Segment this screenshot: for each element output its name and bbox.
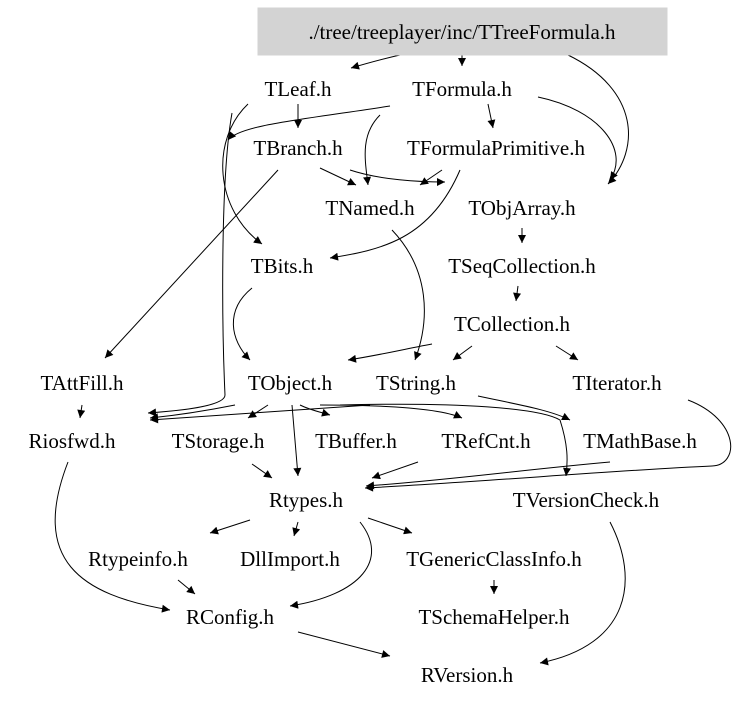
edge-tbits-to-tobject [232,287,253,361]
edge-tstring-to-tmathbase [477,395,571,421]
node-label-tversioncheck: TVersionCheck.h [513,488,660,512]
node-label-tformulaprimitive: TFormulaPrimitive.h [407,136,585,160]
edge-tnamed-to-tstring [391,229,425,361]
node-tseqcollection[interactable]: TSeqCollection.h [448,254,596,278]
dependency-edges [54,54,732,666]
node-label-tschemahelper: TSchemaHelper.h [418,605,570,629]
node-label-trefcnt: TRefCnt.h [441,429,531,453]
edge-rconfig-to-rversion [297,631,391,658]
node-label-tformula: TFormula.h [412,77,512,101]
node-label-tnamed: TNamed.h [325,196,415,220]
node-riosfwd[interactable]: Riosfwd.h [29,429,116,453]
edge-rtypes-to-tgenericclassinfo [367,517,413,535]
edge-root-to-tobjarray [567,54,629,185]
node-label-root: ./tree/treeplayer/inc/TTreeFormula.h [308,20,616,44]
node-tversioncheck[interactable]: TVersionCheck.h [513,488,660,512]
root-node-box [257,7,668,56]
node-tbuffer[interactable]: TBuffer.h [315,429,397,453]
edge-tattfill-to-riosfwd [77,404,86,419]
node-tmathbase[interactable]: TMathBase.h [583,429,697,453]
edge-root-to-tleaf [350,54,401,70]
edge-tleaf-to-riosfwd [147,112,233,417]
edge-tcollection-to-tstring [452,345,473,361]
edge-tformula-to-tformulaprimitive [487,103,496,129]
node-root[interactable]: ./tree/treeplayer/inc/TTreeFormula.h [257,7,668,56]
node-tcollection[interactable]: TCollection.h [454,312,571,336]
node-label-rconfig: RConfig.h [186,605,275,629]
node-tgenericclassinfo[interactable]: TGenericClassInfo.h [406,547,582,571]
node-tbits[interactable]: TBits.h [251,254,314,278]
edge-rtypes-to-rtypeinfo [209,519,251,535]
node-label-dllimport: DllImport.h [240,547,340,571]
edge-tcollection-to-titerator [555,345,579,361]
node-label-tbits: TBits.h [251,254,314,278]
node-tleaf[interactable]: TLeaf.h [264,77,332,101]
edge-tstring-to-riosfwd [149,404,371,424]
edge-tversioncheck-to-rversion [539,521,626,666]
node-label-tobject: TObject.h [248,371,333,395]
edge-tbranch-to-tobjarray [349,169,446,186]
edge-tcollection-to-tobject [347,343,433,363]
node-label-rtypes: Rtypes.h [269,488,344,512]
node-label-tleaf: TLeaf.h [264,77,332,101]
node-tobject[interactable]: TObject.h [248,371,333,395]
edge-tobject-to-tbuffer [299,404,331,417]
node-label-tbuffer: TBuffer.h [315,429,397,453]
edge-tbranch-to-tnamed [319,167,357,186]
node-label-tcollection: TCollection.h [454,312,571,336]
edge-titerator-to-rtypes [364,399,732,492]
node-rtypeinfo[interactable]: Rtypeinfo.h [88,547,188,571]
node-tformula[interactable]: TFormula.h [412,77,512,101]
node-rconfig[interactable]: RConfig.h [186,605,275,629]
node-label-riosfwd: Riosfwd.h [29,429,116,453]
node-label-tstring: TString.h [376,371,456,395]
node-label-tgenericclassinfo: TGenericClassInfo.h [406,547,582,571]
node-dllimport[interactable]: DllImport.h [240,547,340,571]
node-label-tattfill: TAttFill.h [41,371,124,395]
node-label-tmathbase: TMathBase.h [583,429,697,453]
edge-tstorage-to-rtypes [251,463,273,479]
edge-tformulaprimitive-to-tnamed [419,169,443,186]
edge-tbranch-to-tattfill [104,169,279,359]
edge-tobject-to-tstorage [247,404,269,419]
node-tbranch[interactable]: TBranch.h [253,136,343,160]
edge-rtypes-to-rconfig [289,521,372,609]
node-label-tbranch: TBranch.h [253,136,343,160]
node-rversion[interactable]: RVersion.h [421,663,514,687]
edge-tleaf-to-tbits [222,103,263,245]
node-titerator[interactable]: TIterator.h [572,371,662,395]
node-label-tobjarray: TObjArray.h [468,196,576,220]
edge-riosfwd-to-rconfig [54,461,171,613]
edge-rtypeinfo-to-rconfig [177,579,196,595]
dependency-nodes: ./tree/treeplayer/inc/TTreeFormula.hTLea… [29,7,697,687]
edge-trefcnt-to-rtypes [371,461,419,480]
node-tschemahelper[interactable]: TSchemaHelper.h [418,605,570,629]
node-label-tstorage: TStorage.h [172,429,265,453]
node-tstring[interactable]: TString.h [376,371,456,395]
node-label-tseqcollection: TSeqCollection.h [448,254,596,278]
edge-tformula-to-tnamed [363,114,381,186]
edge-tseqcollection-to-tcollection [513,285,522,302]
edge-tmathbase-to-rtypes [365,461,611,490]
node-tobjarray[interactable]: TObjArray.h [468,196,576,220]
edge-tobject-to-tversioncheck [339,403,571,477]
node-rtypes[interactable]: Rtypes.h [269,488,344,512]
node-label-rtypeinfo: Rtypeinfo.h [88,547,188,571]
edge-tobject-to-rtypes [291,404,302,477]
node-tnamed[interactable]: TNamed.h [325,196,415,220]
edge-tformula-to-riosfwd [227,105,391,141]
edge-tformulaprimitive-to-tbits [329,169,461,261]
node-label-titerator: TIterator.h [572,371,662,395]
node-label-rversion: RVersion.h [421,663,514,687]
node-tstorage[interactable]: TStorage.h [172,429,265,453]
node-tattfill[interactable]: TAttFill.h [41,371,124,395]
edge-tformula-to-tobjarray [537,96,618,181]
edge-tobject-to-riosfwd [149,404,236,422]
edge-rtypes-to-dllimport [292,521,301,537]
node-trefcnt[interactable]: TRefCnt.h [441,429,531,453]
node-tformulaprimitive[interactable]: TFormulaPrimitive.h [407,136,585,160]
